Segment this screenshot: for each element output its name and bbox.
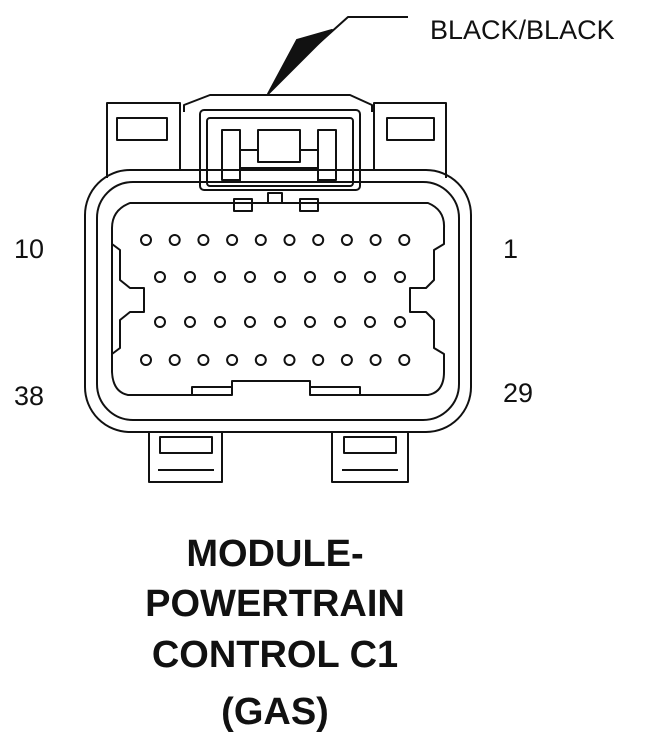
pin-cavity-hole bbox=[197, 354, 210, 366]
pin-cavity-hole bbox=[274, 316, 286, 328]
pin-cavity-hole bbox=[244, 271, 256, 283]
bottom-right-tab bbox=[331, 432, 409, 483]
pin-cavity-hole bbox=[398, 354, 411, 366]
pin-cavity-hole bbox=[244, 316, 256, 328]
pin-cavity-hole bbox=[283, 234, 296, 246]
pin-label-38: 38 bbox=[14, 381, 45, 411]
pin-cavity-hole bbox=[312, 234, 325, 246]
pin-cavity-hole bbox=[154, 316, 166, 328]
pin-cavity-hole bbox=[369, 234, 382, 246]
pin-cavity-hole bbox=[364, 271, 376, 283]
pin-cavity-hole bbox=[304, 316, 316, 328]
pin-cavity-hole bbox=[334, 271, 346, 283]
pin-cavity-hole bbox=[226, 234, 239, 246]
pin-cavity-hole bbox=[394, 316, 406, 328]
pin-cavity-hole bbox=[369, 354, 382, 366]
pin-label-29: 29 bbox=[503, 378, 534, 408]
pin-cavity-hole bbox=[140, 234, 152, 246]
pin-grid bbox=[140, 234, 411, 366]
pin-cavity-hole bbox=[154, 271, 166, 283]
pin-cavity-hole bbox=[283, 354, 296, 366]
wire-color-label: BLACK/BLACK bbox=[430, 15, 615, 45]
pin-cavity-hole bbox=[254, 234, 267, 246]
connector-housing-outer bbox=[84, 169, 472, 433]
pin-cavity-hole bbox=[168, 354, 181, 366]
pin-cavity-hole bbox=[197, 234, 210, 246]
top-latch bbox=[183, 94, 373, 212]
pin-cavity-hole bbox=[184, 316, 196, 328]
top-left-tab bbox=[106, 102, 181, 178]
pin-cavity-hole bbox=[226, 354, 239, 366]
pin-label-1: 1 bbox=[503, 234, 519, 264]
pin-cavity-hole bbox=[214, 316, 226, 328]
pin-cavity-hole bbox=[340, 234, 353, 246]
pin-cavity-hole bbox=[304, 271, 316, 283]
callout-arrowhead bbox=[267, 29, 333, 95]
pin-cavity-hole bbox=[398, 234, 411, 246]
pin-cavity-hole bbox=[364, 316, 376, 328]
pin-cavity-hole bbox=[394, 271, 406, 283]
pin-cavity bbox=[111, 202, 446, 396]
pin-label-10: 10 bbox=[14, 234, 45, 264]
pin-cavity-hole bbox=[334, 316, 346, 328]
pin-cavity-hole bbox=[214, 271, 226, 283]
pin-cavity-hole bbox=[312, 354, 325, 366]
connector-housing-inner bbox=[96, 181, 460, 421]
pin-cavity-hole bbox=[140, 354, 152, 366]
cavity-lower-notch bbox=[191, 386, 361, 395]
pin-cavity-hole bbox=[274, 271, 286, 283]
pin-cavity-hole bbox=[254, 354, 267, 366]
bottom-left-tab bbox=[148, 432, 223, 483]
pin-cavity-hole bbox=[340, 354, 353, 366]
pin-cavity-hole bbox=[184, 271, 196, 283]
title-line-1: MODULE- bbox=[186, 533, 364, 575]
pin-cavity-hole bbox=[168, 234, 181, 246]
title-line-2: POWERTRAIN bbox=[145, 583, 405, 625]
top-right-tab bbox=[373, 102, 447, 178]
title-line-3: CONTROL C1 bbox=[151, 634, 399, 676]
title-line-4: (GAS) bbox=[221, 691, 329, 733]
